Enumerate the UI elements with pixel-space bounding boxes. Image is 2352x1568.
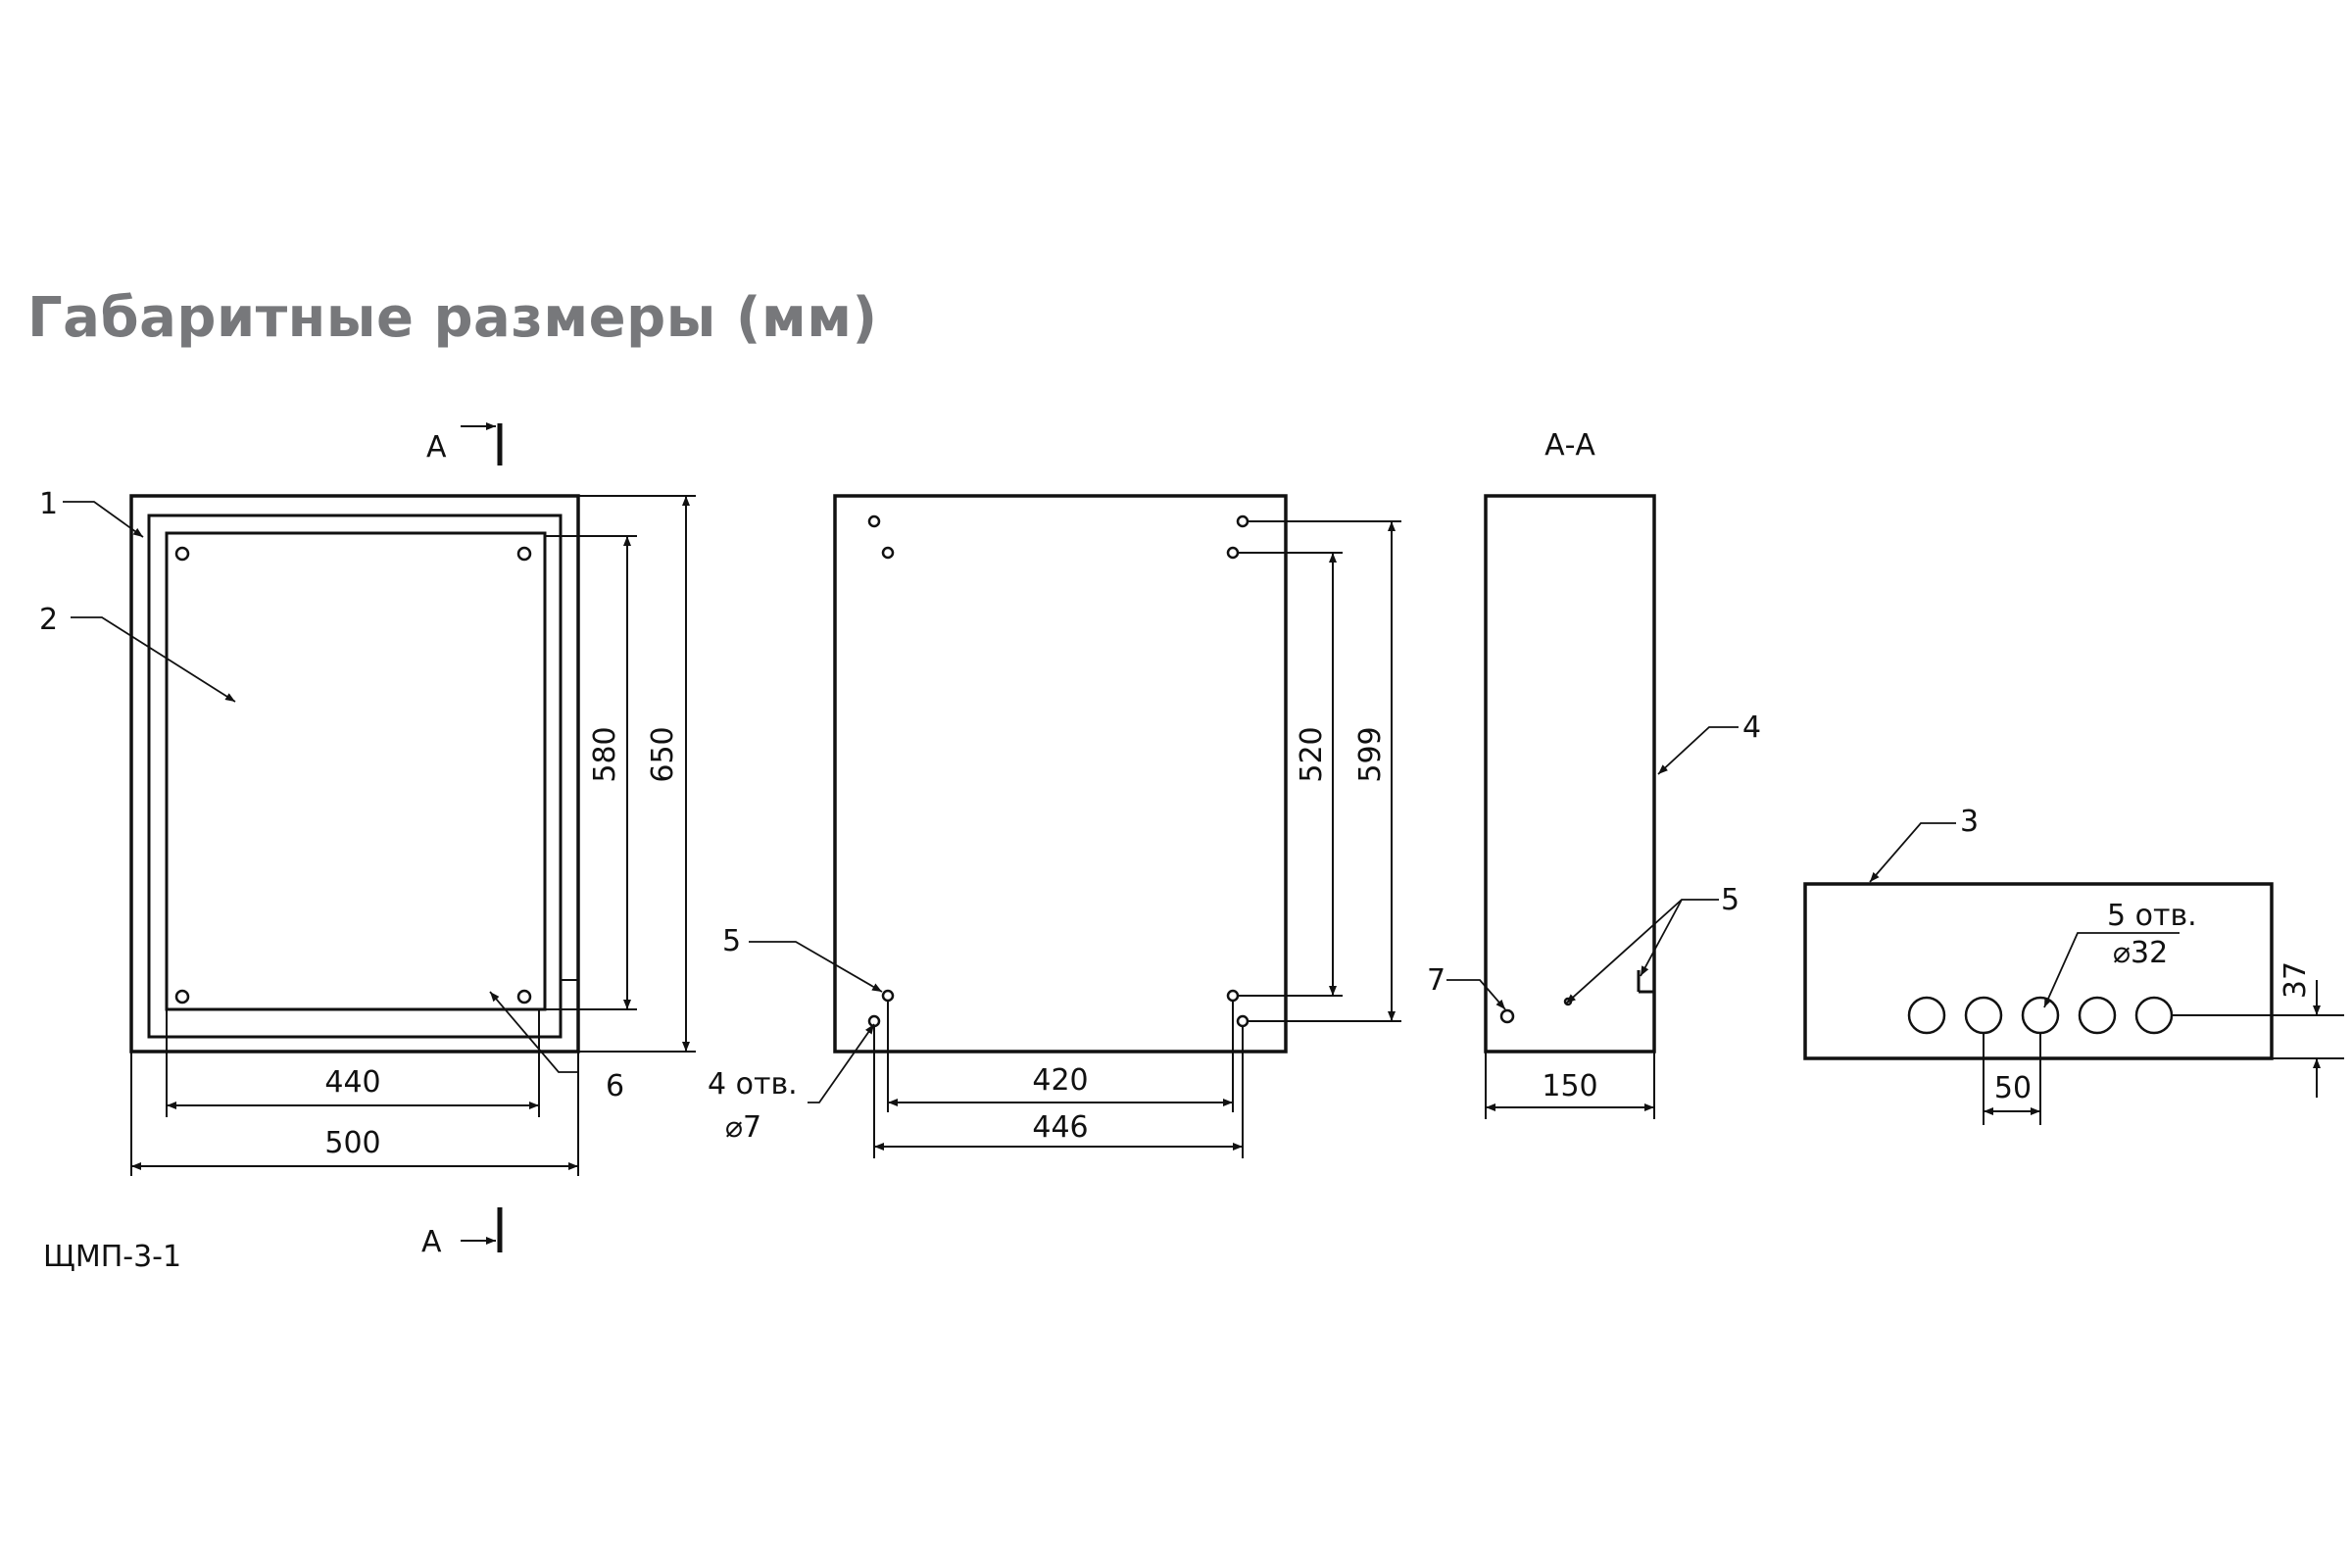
section-marker-top: А: [426, 430, 447, 465]
bottom-view: [1803, 882, 2274, 1060]
note-holes-4: 4 отв.: [708, 1067, 798, 1102]
dim-37: 37: [2278, 961, 2313, 999]
dim-520: 520: [1295, 726, 1329, 782]
callout-3: 3: [1960, 805, 1979, 839]
model-label: ЩМП-3-1: [43, 1240, 181, 1274]
section-title: А-А: [1544, 428, 1595, 463]
callout-1: 1: [39, 487, 58, 521]
dim-580: 580: [588, 726, 622, 782]
callout-7: 7: [1427, 963, 1446, 998]
dim-420: 420: [1032, 1063, 1088, 1098]
cable-entries: [1907, 996, 2174, 1035]
section-marker-bottom: А: [421, 1225, 442, 1259]
section-markers: [461, 422, 503, 1252]
back-view: [833, 494, 1288, 1054]
callout-5-section: 5: [1721, 883, 1740, 917]
callout-5-back: 5: [722, 924, 741, 958]
note-dia-32: ⌀32: [2113, 936, 2168, 970]
dim-599: 599: [1353, 726, 1388, 782]
note-dia-7: ⌀7: [725, 1110, 761, 1145]
dim-440: 440: [324, 1065, 380, 1100]
note-holes-5: 5 отв.: [2107, 899, 2197, 933]
dim-446: 446: [1032, 1110, 1088, 1145]
dim-650: 650: [646, 726, 680, 782]
callout-6: 6: [606, 1069, 624, 1103]
dim-150: 150: [1542, 1069, 1597, 1103]
dim-50: 50: [1994, 1071, 2032, 1105]
callout-4: 4: [1742, 710, 1761, 745]
dim-500: 500: [324, 1126, 380, 1160]
mount-holes: [174, 546, 532, 1004]
section-view: [1484, 494, 1656, 1054]
front-view: [129, 494, 580, 1054]
page-title: Габаритные размеры (мм): [27, 286, 878, 350]
callout-2: 2: [39, 603, 58, 637]
